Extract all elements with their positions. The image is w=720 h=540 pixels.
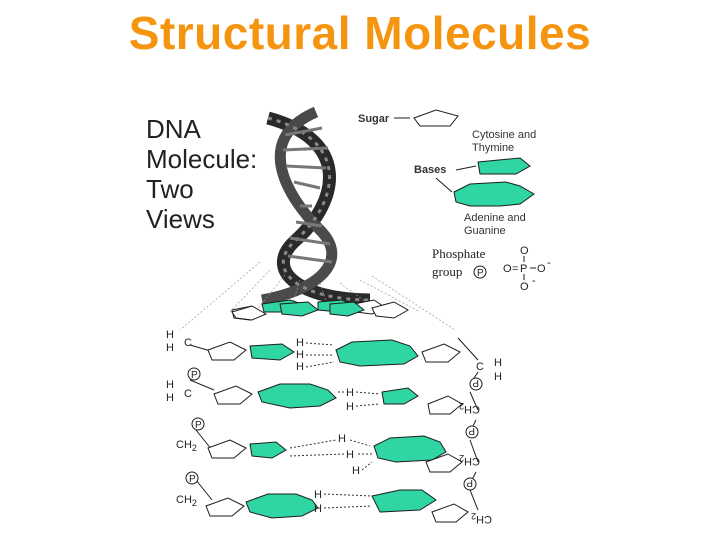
legend-phosphate-symbol: P: [477, 268, 484, 279]
phosphate-neg-right: -: [547, 257, 551, 269]
ladder-view: H H H H H H H H: [166, 301, 502, 525]
hbond-h: H: [296, 361, 304, 373]
phosphate-o-left: O: [503, 263, 512, 275]
dna-label-line3: Two: [146, 174, 194, 204]
atom-ch2: CH2: [176, 439, 197, 453]
legend-adenine-guanine-line2: Guanine: [464, 225, 506, 237]
dna-label-line1: DNA: [146, 114, 202, 144]
legend-cytosine-thymine-line1: Cytosine and: [472, 129, 536, 141]
slide-title: Structural Molecules: [128, 7, 592, 59]
hbond-h: H: [314, 503, 322, 515]
legend-phosphate-line2: group: [432, 264, 462, 279]
phosphate-markers-left: P P P: [185, 367, 205, 485]
legend-adenine-guanine-line1: Adenine and: [464, 212, 526, 224]
phosphate-o-top: O: [520, 245, 529, 257]
hbond-h: H: [346, 449, 354, 461]
phosphate-p: P: [520, 263, 527, 275]
svg-text:P: P: [468, 425, 475, 436]
phosphate-eq: =: [512, 263, 518, 275]
legend-bases-label: Bases: [414, 164, 446, 176]
hbond-h: H: [314, 489, 322, 501]
legend-cytosine-thymine-line2: Thymine: [472, 142, 514, 154]
phosphate-o-right: O: [537, 263, 546, 275]
hbond-h: H: [296, 349, 304, 361]
hbond-h: H: [338, 433, 346, 445]
atom-h: H: [166, 342, 174, 354]
phosphate-neg-bottom: -: [532, 275, 536, 287]
svg-text:P: P: [466, 477, 473, 488]
hbond-h: H: [346, 401, 354, 413]
atom-h: H: [166, 379, 174, 391]
legend-sugar-pentagon: [413, 109, 459, 127]
atom-ch2: CH2: [471, 511, 492, 525]
atom-c: C: [476, 361, 484, 373]
atom-h: H: [494, 357, 502, 369]
phosphate-o-bottom: O: [520, 281, 529, 293]
atom-ch2: CH2: [459, 453, 480, 467]
phosphate-markers-right: P P P: [463, 377, 483, 491]
svg-text:P: P: [191, 370, 198, 381]
atom-c: C: [184, 388, 192, 400]
svg-text:P: P: [189, 474, 196, 485]
svg-text:P: P: [472, 377, 479, 388]
svg-text:P: P: [195, 420, 202, 431]
dna-label-line2: Molecule:: [146, 144, 257, 174]
hbond-h: H: [352, 465, 360, 477]
dna-label-line4: Views: [146, 204, 215, 234]
hbond-h: H: [296, 337, 304, 349]
atom-h: H: [166, 329, 174, 341]
atom-ch2: CH2: [459, 401, 480, 415]
legend-purine-shape: [453, 181, 535, 207]
atom-c: C: [184, 337, 192, 349]
atom-h: H: [166, 392, 174, 404]
hbond-h: H: [346, 387, 354, 399]
legend-phosphate-line1: Phosphate: [432, 246, 486, 261]
legend: Sugar Cytosine and Thymine Bases Adenine…: [358, 109, 551, 293]
legend-pyrimidine-shape: [477, 157, 531, 175]
atom-h: H: [494, 371, 502, 383]
legend-sugar-label: Sugar: [358, 113, 390, 125]
atom-ch2: CH2: [176, 494, 197, 508]
